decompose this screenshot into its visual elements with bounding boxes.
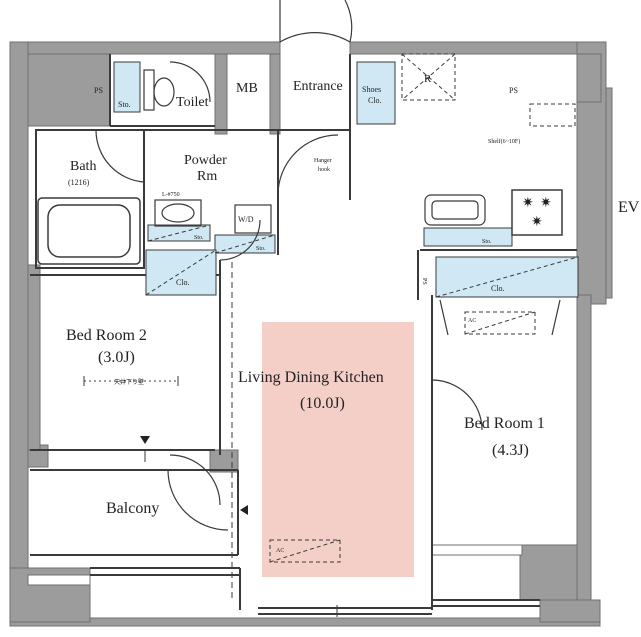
bathtub [37,197,141,265]
storage-diagonals [145,53,579,298]
svg-text:✷: ✷ [531,215,543,230]
walls [9,41,613,627]
arrow-marker-bed2 [140,436,150,444]
bed-room-1-label: Bed Room 1 [464,415,545,432]
ps-right-label: PS [509,86,518,95]
shelf-label: Shelf(6~10F) [488,138,520,145]
ac-unit-bed1 [464,311,536,335]
closet-bed2-label: Clo. [176,278,190,287]
refrigerator-space [401,53,456,101]
ldk-size: (10.0J) [300,395,345,412]
washer-space [234,204,272,234]
kitchen-sink [424,194,486,226]
bath-size-label: (1216) [68,178,90,187]
bath-label: Bath [70,159,96,174]
bed-room-2-note: 天井下り壁 [114,378,144,386]
toilet-fixture [143,69,175,111]
ps-left-label: PS [94,86,103,95]
ac-bed1-label: AC [468,318,476,324]
svg-text:✷: ✷ [522,196,534,211]
washer-label: W/D [238,215,254,224]
toilet-label: Toilet [176,95,209,110]
l-dimension-label: L-#750 [162,192,180,198]
refrigerator-label: R [424,73,432,85]
closet-bed1-label: Clo. [491,284,505,293]
bed-room-1-size: (4.3J) [492,442,529,459]
stove: ✷ ✷ ✷ [511,189,563,236]
hanger-hook-label: Hanger [314,158,332,164]
ev-label: EV [618,199,640,216]
kitchen-storage-label: Sto. [482,239,492,245]
balcony-label: Balcony [106,500,159,517]
powder-room-label: Powder [184,153,227,168]
wd-storage-label: Sto. [256,246,266,252]
svg-text:✷: ✷ [540,196,552,211]
closet-bed2 [145,249,217,296]
doors [95,0,561,531]
ac-unit-ldk [269,539,341,563]
bed2-dimension-line [83,376,179,386]
ps-bed1-label: PS [421,278,427,285]
ac-ldk-label: AC [276,548,284,554]
shoes-closet [356,61,396,125]
toilet-storage [113,61,141,113]
ldk-label: Living Dining Kitchen [238,369,384,386]
powder-storage-label: Sto. [194,235,204,241]
toilet-storage-label: Sto. [118,100,131,109]
arrow-marker-balcony [240,505,248,515]
kitchen-storage [423,227,513,247]
shelf-space [529,103,576,127]
powder-sink [154,199,202,227]
shoes-closet-label-2: Clo. [368,96,382,105]
window-markers [144,450,338,617]
ldk-highlight [262,322,414,577]
entrance-label: Entrance [293,79,343,94]
bed-room-2-size: (3.0J) [98,349,135,366]
shoes-closet-label: Shoes [362,85,381,94]
bed-room-2-label: Bed Room 2 [66,327,147,344]
hanger-hook-label-2: hook [318,167,330,173]
mb-label: MB [236,81,258,96]
powder-room-label-2: Rm [197,169,217,184]
